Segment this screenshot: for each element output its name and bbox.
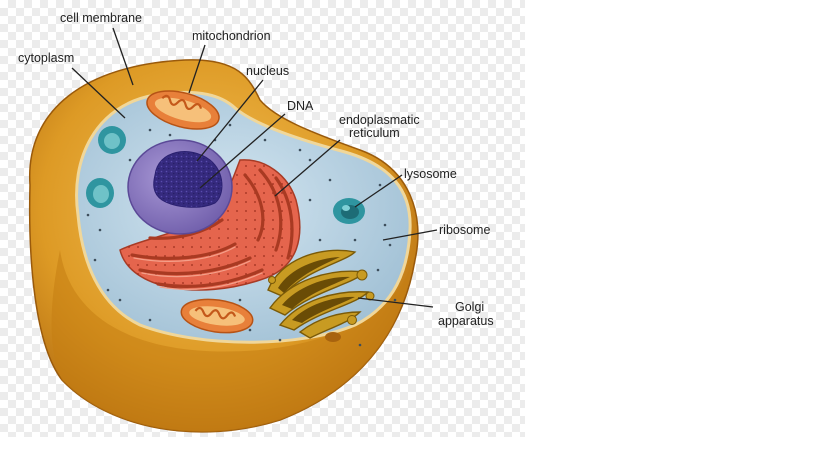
- ribosome-dot: [298, 148, 302, 152]
- ribosome-dot: [148, 128, 152, 132]
- leader-ribosome: [382, 229, 438, 241]
- ribosome-dot: [93, 258, 97, 262]
- ribosome-dot: [308, 198, 312, 202]
- golgi-apparatus: [267, 249, 375, 339]
- label-er-line1: endoplasmatic: [339, 113, 420, 127]
- ribosome-dot: [248, 328, 252, 332]
- ribosome-dot: [308, 158, 312, 162]
- nucleus: [127, 139, 233, 235]
- label-golgi-line2: apparatus: [438, 314, 494, 328]
- ribosome-dot: [148, 318, 152, 322]
- labels: cell membrane mitochondrion cytoplasm nu…: [18, 11, 494, 328]
- leader-lines: [71, 27, 438, 308]
- label-lysosome: lysosome: [404, 167, 457, 181]
- label-dna: DNA: [287, 99, 314, 113]
- ribosome-dot: [86, 213, 90, 217]
- label-cytoplasm: cytoplasm: [18, 51, 74, 65]
- leader-dna: [199, 113, 286, 189]
- ribosome-dot: [393, 298, 397, 302]
- leader-cytoplasm: [71, 67, 126, 119]
- ribosome-dot: [353, 238, 357, 242]
- ribosome-dot: [168, 133, 172, 137]
- lysosome-right: [333, 198, 365, 224]
- lysosome-left-lower: [86, 178, 114, 208]
- ribosome-dot: [128, 158, 132, 162]
- leader-cell-membrane: [112, 27, 134, 86]
- leader-lysosome: [354, 174, 403, 208]
- leader-golgi: [357, 297, 434, 308]
- membrane-pore: [325, 332, 341, 342]
- label-cell-membrane: cell membrane: [60, 11, 142, 25]
- ribosome-dot: [228, 123, 232, 127]
- ribosome-dot: [238, 298, 242, 302]
- lysosome-left-upper: [98, 126, 126, 154]
- ribosome-dot: [378, 183, 382, 187]
- ribosome-dot: [263, 138, 267, 142]
- ribosome-dot: [376, 268, 380, 272]
- ribosome-dot: [278, 338, 282, 342]
- ribosome-dot: [98, 228, 102, 232]
- ribosome-dot: [328, 178, 332, 182]
- mitochondrion-top: [146, 90, 220, 130]
- ribosome-dot: [118, 298, 122, 302]
- ribosome-dot: [383, 223, 387, 227]
- leader-endoplasmic-reticulum: [274, 139, 341, 197]
- label-nucleus: nucleus: [246, 64, 289, 78]
- ribosome-dot: [318, 238, 322, 242]
- ribosome-dot: [388, 243, 392, 247]
- label-ribosome: ribosome: [439, 223, 490, 237]
- ribosome-dot: [106, 288, 110, 292]
- leader-mitochondrion: [188, 44, 206, 94]
- mitochondrion-bottom: [180, 298, 254, 334]
- leader-nucleus: [196, 79, 264, 162]
- label-er-line2: reticulum: [349, 126, 400, 140]
- ribosome-dot: [358, 343, 362, 347]
- label-mitochondrion: mitochondrion: [192, 29, 271, 43]
- label-golgi-line1: Golgi: [455, 300, 484, 314]
